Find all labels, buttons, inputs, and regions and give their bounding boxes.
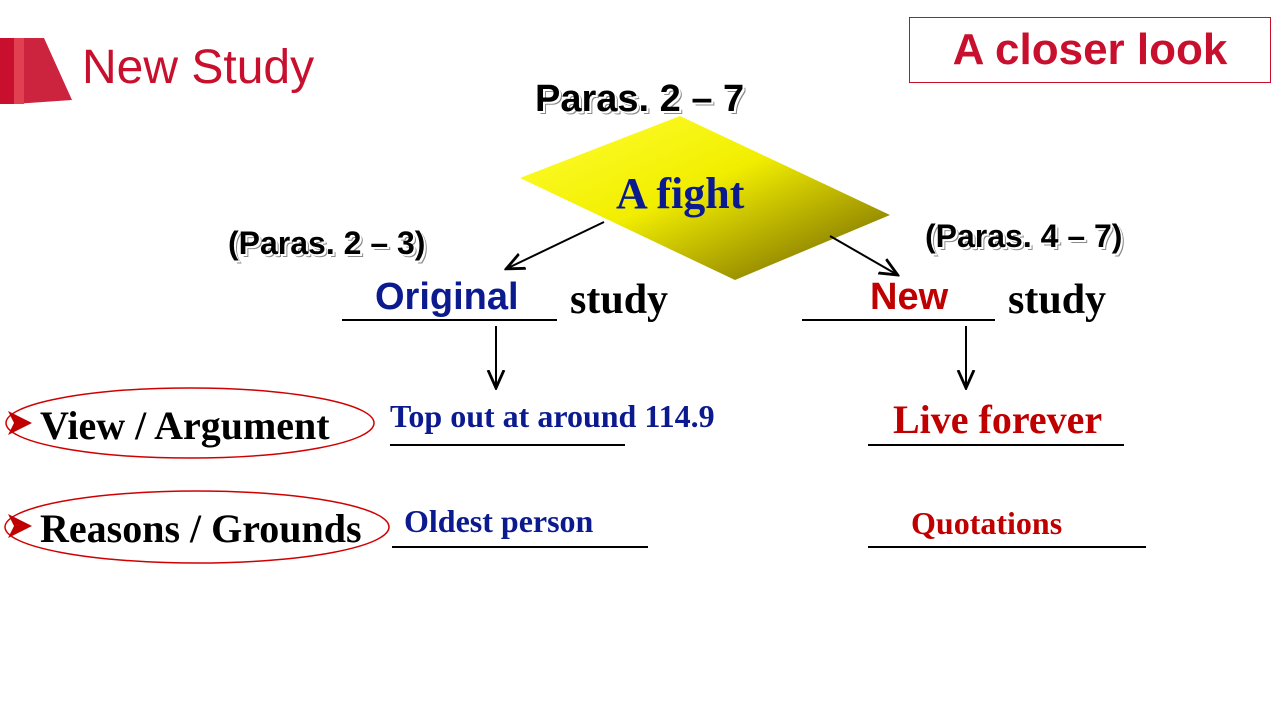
fight-label: A fight: [616, 169, 745, 218]
new-view-answer: Live forever: [893, 397, 1103, 442]
paras-right-label: (Paras. 4 – 7): [925, 218, 1123, 254]
paras-top-label: Paras. 2 – 7: [535, 78, 745, 120]
section-badge-label: A closer look: [952, 25, 1228, 74]
new-answer: New: [870, 276, 949, 318]
section-badge: A closer look: [909, 17, 1271, 83]
new-reason-answer: Quotations: [911, 505, 1063, 541]
view-bullet-icon: [8, 411, 32, 435]
paras-left-label: (Paras. 2 – 3): [228, 225, 426, 261]
view-row-label: View / Argument: [40, 403, 330, 448]
new-study-suffix: study: [1008, 277, 1107, 323]
logo-mark-icon: [0, 38, 72, 104]
original-study-suffix: study: [570, 277, 669, 323]
original-answer: Original: [375, 276, 519, 318]
reasons-row-label: Reasons / Grounds: [40, 506, 362, 551]
arrow-to-original: [508, 221, 605, 268]
view-oval: [5, 387, 375, 459]
reasons-bullet-icon: [8, 514, 32, 538]
original-view-answer: Top out at around 114.9: [390, 398, 715, 434]
reasons-oval: [4, 490, 390, 564]
original-reason-answer: Oldest person: [404, 503, 594, 539]
arrow-to-new: [829, 235, 896, 274]
fight-diamond: [520, 116, 890, 280]
page-title: New Study: [82, 41, 315, 94]
